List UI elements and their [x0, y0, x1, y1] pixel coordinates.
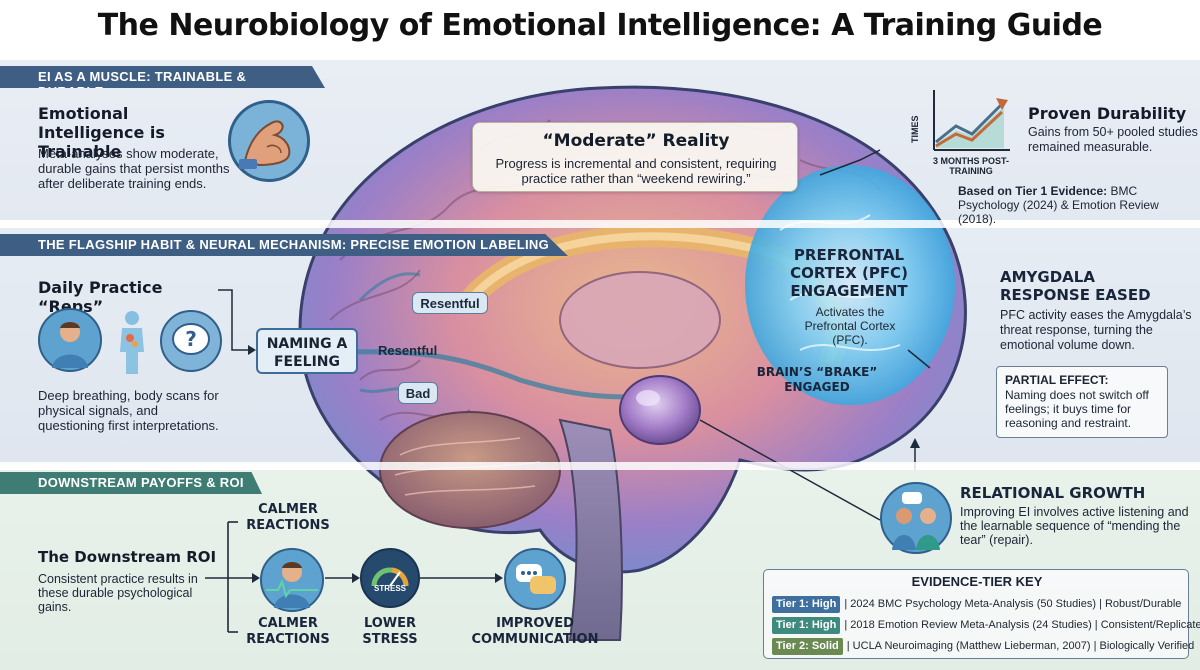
daily-practice-body: Deep breathing, body scans for physical …: [38, 388, 219, 433]
durability-evidence-bold: Based on Tier 1 Evidence:: [958, 184, 1108, 198]
durability-chart-x-label: 3 MONTHS POST-TRAINING: [932, 156, 1009, 176]
durability-body: Gains from 50+ pooled studies remained m…: [1028, 125, 1198, 154]
amygdala-body: PFC activity eases the Amygdala’s threat…: [1000, 308, 1192, 352]
durability-trend-chart: [933, 90, 1010, 151]
stress-gauge-label: STRESS: [373, 584, 406, 593]
body-scan-icon: [108, 308, 156, 376]
amygdala-heading: AMYGDALA RESPONSE EASED: [1000, 268, 1151, 304]
page-title: The Neurobiology of Emotional Intelligen…: [97, 8, 1103, 43]
two-people-talking-icon: [880, 482, 952, 554]
durability-heading: Proven Durability: [1028, 104, 1187, 123]
svg-text:?: ?: [185, 327, 197, 351]
partial-effect-body: Naming does not switch off feelings; it …: [1005, 388, 1149, 430]
evidence-tier-badge: Tier 2: Solid: [772, 638, 843, 655]
calmer-reactions-bottom-label: CALMER REACTIONS: [246, 616, 330, 647]
roi-heading: The Downstream ROI: [38, 548, 217, 566]
pfc-body: Activates the Prefrontal Cortex (PFC).: [804, 305, 896, 347]
calmer-reactions-top-label: CALMER REACTIONS: [246, 502, 330, 533]
naming-feeling-box: NAMING A FEELING: [256, 328, 358, 374]
relational-growth-body: Improving EI involves active listening a…: [960, 505, 1189, 547]
breathing-person-icon: [38, 308, 102, 372]
section-tag-habit: THE FLAGSHIP HABIT & NEURAL MECHANISM: P…: [0, 234, 568, 256]
brain-brake-label: BRAIN’S “BRAKE” ENGAGED: [756, 365, 878, 394]
flexed-arm-icon: [228, 100, 310, 182]
pfc-heading: PREFRONTAL CORTEX (PFC) ENGAGEMENT: [790, 246, 908, 300]
partial-effect-box: PARTIAL EFFECT: Naming does not switch o…: [996, 366, 1168, 438]
improved-communication-label: IMPROVED COMMUNICATION: [471, 616, 599, 647]
branch-label-bottom: Bad: [398, 382, 438, 404]
question-bubble-icon: ?: [160, 310, 222, 372]
calm-person-icon: [260, 548, 324, 612]
lower-stress-label: LOWER STRESS: [362, 616, 418, 647]
evidence-row-text: | 2018 Emotion Review Meta-Analysis (24 …: [844, 619, 1200, 631]
moderate-heading: “Moderate” Reality: [542, 131, 730, 151]
branch-label-top: Resentful: [412, 292, 488, 314]
durability-evidence: Based on Tier 1 Evidence: BMC Psychology…: [958, 184, 1194, 226]
section-tag-muscle: EI AS A MUSCLE: TRAINABLE & DURABLE: [0, 66, 325, 88]
moderate-body: Progress is incremental and consistent, …: [495, 156, 777, 186]
moderate-reality-card: “Moderate” Reality Progress is increment…: [472, 122, 798, 192]
evidence-row: Tier 1: High| 2018 Emotion Review Meta-A…: [772, 617, 1200, 634]
evidence-key-title: EVIDENCE-TIER KEY: [911, 574, 1043, 589]
evidence-tier-key: EVIDENCE-TIER KEY Tier 1: High| 2024 BMC…: [763, 569, 1200, 659]
trainable-heading: Emotional Intelligence is Trainable: [38, 104, 165, 161]
section-tag-payoffs: DOWNSTREAM PAYOFFS & ROI: [0, 472, 262, 494]
durability-chart-y-label: TIMES: [910, 115, 920, 143]
branch-label-middle: Resentful: [378, 343, 438, 358]
stress-gauge-icon: [360, 548, 420, 608]
trainable-body: Meta-analyses show moderate, durable gai…: [38, 146, 230, 191]
evidence-row-text: | 2024 BMC Psychology Meta-Analysis (50 …: [844, 598, 1182, 610]
partial-effect-heading: PARTIAL EFFECT:: [1005, 373, 1109, 387]
durability-evidence-rest: BMC Psychology (2024) & Emotion Review (…: [958, 184, 1159, 226]
band-divider: [0, 462, 1200, 470]
evidence-row: Tier 1: High| 2024 BMC Psychology Meta-A…: [772, 596, 1181, 613]
evidence-tier-badge: Tier 1: High: [772, 596, 841, 613]
evidence-row: Tier 2: Solid| UCLA Neuroimaging (Matthe…: [772, 638, 1194, 655]
evidence-tier-badge: Tier 1: High: [772, 617, 841, 634]
evidence-row-text: | UCLA Neuroimaging (Matthew Lieberman, …: [846, 640, 1195, 652]
band-divider: [0, 220, 1200, 228]
relational-growth-heading: RELATIONAL GROWTH: [960, 484, 1146, 502]
speech-bubbles-icon: [504, 548, 566, 610]
roi-body: Consistent practice results in these dur…: [38, 572, 198, 614]
